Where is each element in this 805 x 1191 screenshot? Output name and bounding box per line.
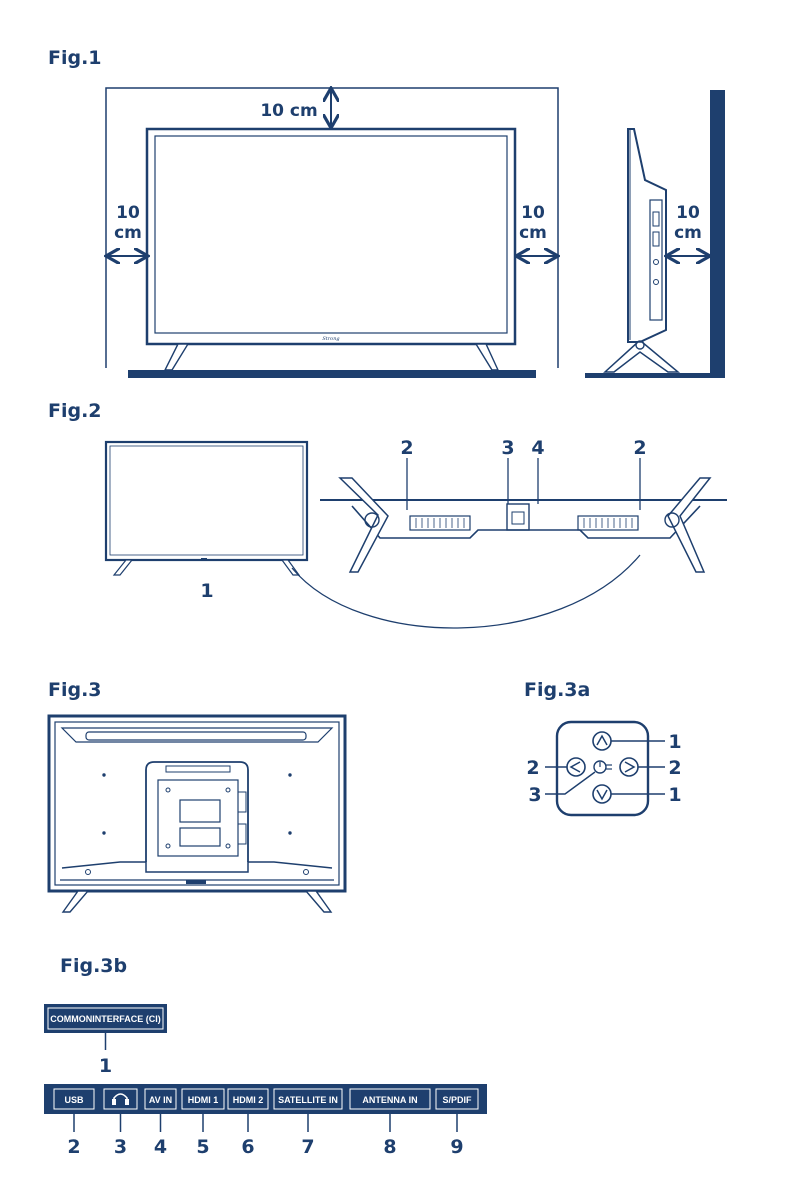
port-satellite-in-label: SATELLITE IN bbox=[278, 1095, 338, 1105]
fig2-title: Fig.2 bbox=[48, 400, 102, 422]
port-hdmi1-label: HDMI 1 bbox=[188, 1095, 219, 1105]
fig2-callout-2-right: 2 bbox=[633, 437, 646, 459]
fig3a-callout-3: 3 bbox=[528, 784, 541, 806]
port-number-7: 7 bbox=[301, 1136, 314, 1158]
fig3b-port-panel: USB AV IN HDMI 1 HDMI 2 SATELLITE IN ANT… bbox=[44, 1084, 487, 1132]
top-dim-label: 10 cm bbox=[260, 101, 317, 121]
fig2-bottom-view bbox=[320, 458, 727, 572]
port-antenna-in-label: ANTENNA IN bbox=[362, 1095, 417, 1105]
fig1-title: Fig.1 bbox=[48, 47, 102, 69]
port-number-5: 5 bbox=[196, 1136, 209, 1158]
tv-front bbox=[147, 129, 515, 344]
tv-foot-left bbox=[165, 344, 188, 370]
port-hdmi2-label: HDMI 2 bbox=[233, 1095, 264, 1105]
fig2-callout-2-left: 2 bbox=[400, 437, 413, 459]
fig2-callout-4: 4 bbox=[531, 437, 544, 459]
port-av-in-label: AV IN bbox=[149, 1095, 172, 1105]
wall-dim-num: 10 bbox=[676, 203, 700, 223]
ci-label: COMMONINTERFACE (CI) bbox=[50, 1014, 161, 1024]
tv-screen bbox=[155, 136, 507, 333]
fig3-back-view bbox=[49, 716, 345, 912]
fig3a-callout-1-top: 1 bbox=[668, 731, 681, 753]
wall-dim-unit: cm bbox=[674, 223, 702, 243]
left-dim-unit: cm bbox=[114, 223, 142, 243]
port-number-9: 9 bbox=[450, 1136, 463, 1158]
port-usb-label: USB bbox=[64, 1095, 84, 1105]
port-number-2: 2 bbox=[67, 1136, 80, 1158]
port-number-3: 3 bbox=[114, 1136, 127, 1158]
fig3a-control-joystick bbox=[545, 722, 665, 815]
fig2-callout-1: 1 bbox=[200, 580, 213, 602]
side-floor bbox=[585, 373, 715, 378]
fig3a-callout-2-right: 2 bbox=[668, 757, 681, 779]
port-number-4: 4 bbox=[154, 1136, 167, 1158]
left-dim-num: 10 bbox=[116, 203, 140, 223]
fig3a-title: Fig.3a bbox=[524, 679, 590, 701]
fig3a-callout-2-left: 2 bbox=[526, 757, 539, 779]
wall bbox=[710, 90, 725, 378]
port-spdif-label: S/PDIF bbox=[442, 1095, 472, 1105]
port-number-8: 8 bbox=[383, 1136, 396, 1158]
right-dim-num: 10 bbox=[521, 203, 545, 223]
right-dim-unit: cm bbox=[519, 223, 547, 243]
port-number-6: 6 bbox=[241, 1136, 254, 1158]
fig3b-ci-slot: COMMONINTERFACE (CI) bbox=[44, 1004, 167, 1050]
fig3b-title: Fig.3b bbox=[60, 955, 127, 977]
tv-foot-right bbox=[476, 344, 498, 370]
fig2-callout-3: 3 bbox=[501, 437, 514, 459]
fig1-side-view bbox=[585, 90, 725, 378]
fig3a-callout-1-bottom: 1 bbox=[668, 784, 681, 806]
fig3b-callout-1: 1 bbox=[99, 1055, 112, 1077]
fig3-title: Fig.3 bbox=[48, 679, 102, 701]
brand-logo: Strong bbox=[322, 336, 339, 342]
fig1-front-view bbox=[106, 88, 558, 378]
